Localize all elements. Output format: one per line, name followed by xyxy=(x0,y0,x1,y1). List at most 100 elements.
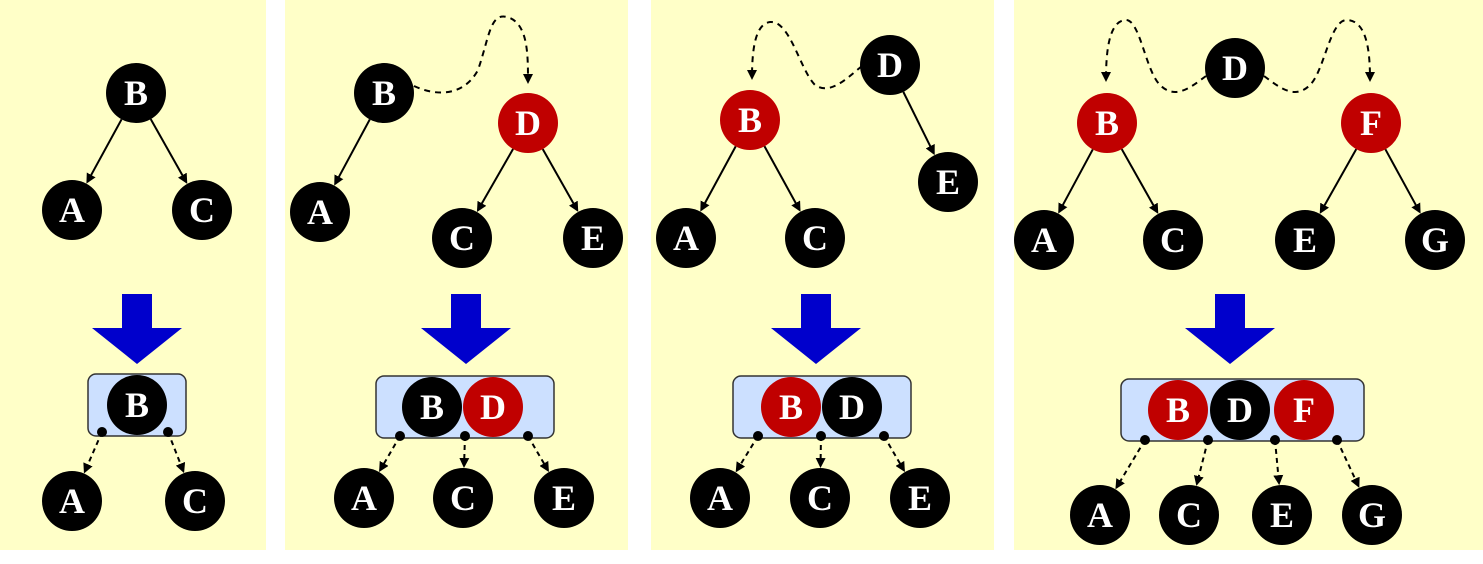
super-node-key-f-label: F xyxy=(1293,390,1315,430)
super-node-key-f: F xyxy=(1274,380,1334,440)
tree-node-d-circle xyxy=(1205,38,1265,98)
tree-node-b-circle xyxy=(106,63,166,123)
super-node-key-b: B xyxy=(1148,380,1208,440)
tree-node-b-label: B xyxy=(738,100,762,140)
child-node-c-circle xyxy=(790,468,850,528)
transform-arrow xyxy=(92,294,182,364)
super-node-key-b: B xyxy=(107,375,167,435)
tree-node-b: B xyxy=(720,90,780,150)
child-node-c: C xyxy=(790,468,850,528)
tree-edge xyxy=(1384,148,1421,214)
child-node-e: E xyxy=(890,468,950,528)
child-node-e-circle xyxy=(1252,485,1312,545)
tree-node-a-circle xyxy=(42,180,102,240)
tree-node-b: B xyxy=(354,63,414,123)
tree-edge xyxy=(700,145,737,212)
tree-node-g: G xyxy=(1405,210,1465,270)
tree-node-a-label: A xyxy=(1031,220,1057,260)
tree-edge xyxy=(149,118,188,184)
child-node-e-circle xyxy=(534,468,594,528)
tree-node-d-label: D xyxy=(1222,48,1248,88)
child-node-g-circle xyxy=(1342,485,1402,545)
super-node-key-b-label: B xyxy=(779,387,803,427)
super-node-key-d: D xyxy=(1210,380,1270,440)
panel-background xyxy=(285,0,628,550)
child-node-c-label: C xyxy=(1176,495,1202,535)
child-node-c: C xyxy=(165,471,225,531)
tree-node-b-label: B xyxy=(1095,103,1119,143)
transform-arrow xyxy=(421,294,511,364)
tree-node-e: E xyxy=(563,208,623,268)
tree-node-a-circle xyxy=(656,208,716,268)
tree-node-e-circle xyxy=(563,208,623,268)
tree-edge xyxy=(541,148,579,212)
child-node-a: A xyxy=(690,468,750,528)
child-node-c-circle xyxy=(165,471,225,531)
child-node-g-label: G xyxy=(1358,495,1386,535)
tree-node-e-label: E xyxy=(581,218,605,258)
super-node-key-b-circle xyxy=(1148,380,1208,440)
tree-node-c: C xyxy=(1143,210,1203,270)
child-node-c-label: C xyxy=(450,478,476,518)
child-pointer-edge xyxy=(83,431,103,474)
tree-node-d: D xyxy=(860,35,920,95)
super-node-key-b-label: B xyxy=(125,385,149,425)
super-node-key-b-circle xyxy=(761,377,821,437)
child-node-c: C xyxy=(1159,485,1219,545)
tree-node-e-label: E xyxy=(1293,220,1317,260)
super-node-key-b-label: B xyxy=(1166,390,1190,430)
tree-node-b-circle xyxy=(1077,93,1137,153)
child-node-a-circle xyxy=(42,471,102,531)
tree-node-e-label: E xyxy=(936,162,960,202)
tree-node-b: B xyxy=(106,63,166,123)
tree-node-e-circle xyxy=(918,152,978,212)
child-pointer-edge xyxy=(883,435,905,473)
tree-node-f-circle xyxy=(1341,93,1401,153)
child-node-c-label: C xyxy=(807,478,833,518)
child-node-e: E xyxy=(1252,485,1312,545)
dashed-link xyxy=(413,15,533,94)
tree-node-d: D xyxy=(1205,38,1265,98)
panel-1: B A C B A C xyxy=(0,0,266,550)
tree-node-a-label: A xyxy=(59,190,85,230)
super-node-key-b: B xyxy=(402,377,462,437)
tree-node-c: C xyxy=(432,208,492,268)
tree-node-f-label: F xyxy=(1360,103,1382,143)
tree-node-a: A xyxy=(290,182,350,242)
tree-edge xyxy=(763,145,801,212)
child-node-a-circle xyxy=(690,468,750,528)
dashed-link xyxy=(1263,18,1375,93)
tree-node-e-circle xyxy=(1275,210,1335,270)
tree-node-a-label: A xyxy=(307,192,333,232)
tree-node-c: C xyxy=(785,208,845,268)
super-node-key-b-circle xyxy=(402,377,462,437)
tree-node-c-circle xyxy=(432,208,492,268)
child-node-e-label: E xyxy=(1270,495,1294,535)
tree-node-d: D xyxy=(498,93,558,153)
super-node-key-d-circle xyxy=(1210,380,1270,440)
tree-node-b-circle xyxy=(354,63,414,123)
child-pointer-edge xyxy=(735,435,759,473)
tree-edge xyxy=(86,118,123,184)
child-node-a: A xyxy=(42,471,102,531)
tree-node-b-label: B xyxy=(372,73,396,113)
transform-arrow xyxy=(1185,294,1275,364)
tree-node-g-circle xyxy=(1405,210,1465,270)
tree-node-c-label: C xyxy=(189,190,215,230)
child-node-g: G xyxy=(1342,485,1402,545)
super-node-key-b-label: B xyxy=(420,387,444,427)
panel-background xyxy=(651,0,994,550)
child-node-a-label: A xyxy=(707,478,733,518)
child-node-a: A xyxy=(334,468,394,528)
super-node-key-d: D xyxy=(463,377,523,437)
tree-node-a-label: A xyxy=(673,218,699,258)
tree-edge xyxy=(902,91,935,156)
tree-edge xyxy=(1319,148,1358,214)
tree-node-g-label: G xyxy=(1421,220,1449,260)
child-pointer-edge xyxy=(1193,439,1209,486)
child-node-a-label: A xyxy=(351,478,377,518)
child-node-c-label: C xyxy=(182,481,208,521)
tree-node-b: B xyxy=(1077,93,1137,153)
dashed-link xyxy=(1101,19,1207,93)
